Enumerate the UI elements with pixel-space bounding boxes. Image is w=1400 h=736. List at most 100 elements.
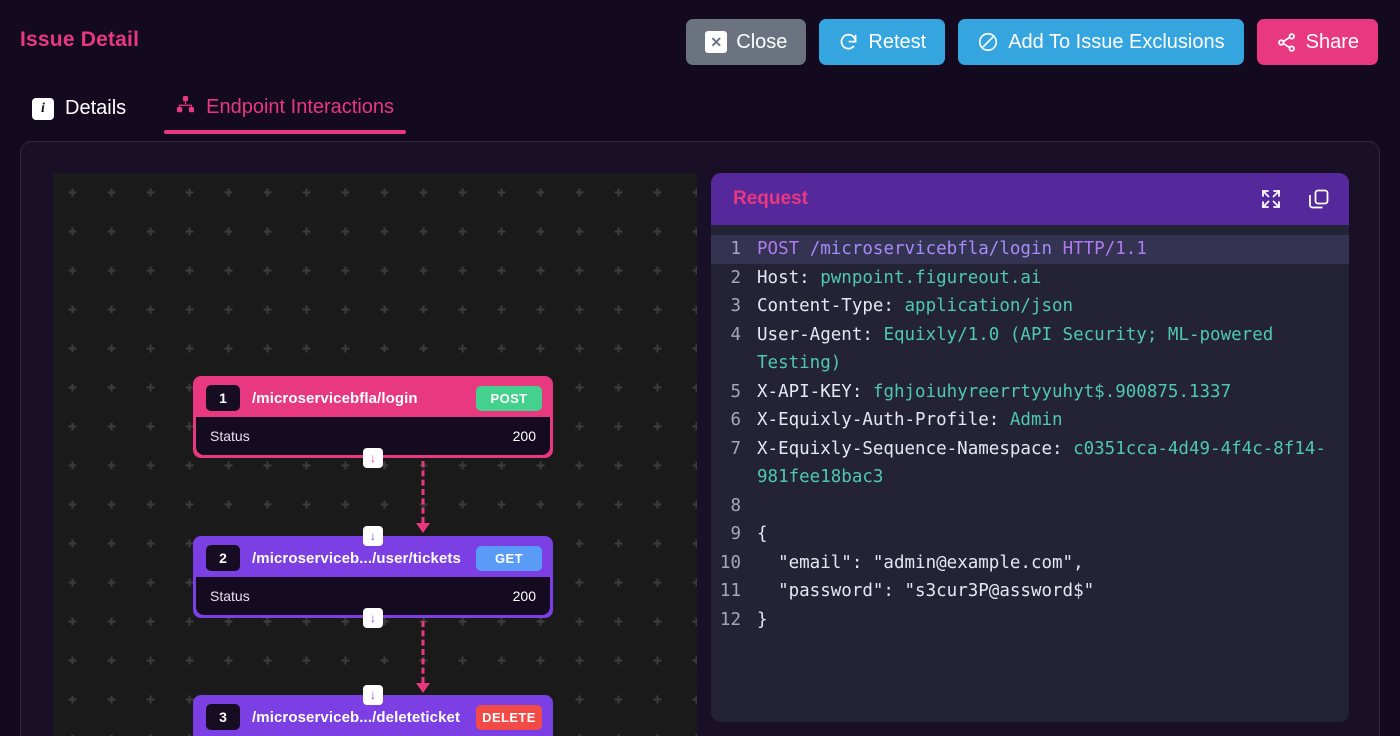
edge-arrow-2-to-3 [416, 683, 430, 693]
graph-node-3[interactable]: 3 /microserviceb.../deleteticket DELETE … [193, 685, 553, 736]
code-line-number: 4 [730, 324, 741, 345]
code-line-number: 1 [730, 239, 741, 259]
graph-node-3-input-port[interactable]: ↓ [363, 685, 383, 705]
graph-node-2[interactable]: 2 /microserviceb.../user/tickets GET Sta… [193, 526, 553, 628]
code-line: 4 User-Agent: Equixly/1.0 (API Security; … [711, 321, 1349, 378]
tab-endpoint-interactions[interactable]: Endpoint Interactions [164, 92, 406, 134]
tab-details[interactable]: i Details [20, 94, 138, 134]
edge-2-to-3 [421, 621, 425, 683]
graph-node-3-method-badge: DELETE [476, 704, 542, 730]
graph-node-1-method-badge: POST [476, 385, 542, 411]
copy-icon[interactable] [1307, 187, 1331, 211]
request-panel: Request 1 POST /microservicebfla/login HT… [711, 173, 1349, 722]
graph-node-2-index: 2 [206, 545, 240, 571]
retest-button-label: Retest [868, 30, 927, 53]
retest-button[interactable]: Retest [819, 19, 946, 65]
code-line-number: 5 [730, 381, 741, 402]
sitemap-icon [176, 95, 195, 120]
close-x-icon: ✕ [705, 31, 728, 53]
code-line-number: 2 [730, 267, 741, 288]
code-line-text: "email": "admin@example.com", [757, 549, 1333, 578]
expand-icon[interactable] [1259, 187, 1283, 211]
code-line: 10 "email": "admin@example.com", [711, 549, 1349, 578]
edge-1-to-2 [421, 461, 425, 523]
tab-details-label: Details [65, 97, 127, 119]
code-token: c0351cca-4d49-4f4c-8f14-981fee18bac3 [757, 438, 1326, 488]
graph-node-2-path: /microserviceb.../user/tickets [252, 549, 461, 567]
code-line-text: X-Equixly-Auth-Profile: Admin [757, 406, 1333, 435]
code-line: 6 X-Equixly-Auth-Profile: Admin [711, 406, 1349, 435]
code-line: 12} [711, 606, 1349, 635]
code-line-number: 6 [730, 410, 741, 430]
issue-detail-panel: 1 /microservicebfla/login POST Status 20… [20, 141, 1380, 736]
endpoint-interaction-graph[interactable]: 1 /microservicebfla/login POST Status 20… [53, 173, 697, 736]
code-token: User-Agent: [757, 324, 884, 345]
code-line: 3 Content-Type: application/json [711, 292, 1349, 321]
code-token: "email": "admin@example.com", [757, 552, 1084, 573]
code-line: 8 [711, 492, 1349, 521]
code-line-number: 11 [719, 581, 741, 601]
code-token: { [757, 524, 768, 544]
code-token: pwnpoint.figureout.ai [820, 267, 1042, 288]
code-token: application/json [904, 296, 1074, 316]
code-line-text: } [757, 606, 1333, 635]
code-line-number: 10 [719, 552, 741, 573]
graph-node-2-output-port[interactable]: ↓ [363, 608, 383, 628]
add-to-issue-exclusions-button[interactable]: Add To Issue Exclusions [958, 19, 1244, 65]
graph-node-1-index: 1 [206, 385, 240, 411]
tab-bar: i Details Endpoint Interactions [20, 92, 406, 134]
close-button[interactable]: ✕ Close [686, 19, 807, 65]
code-line-number: 3 [730, 296, 741, 316]
graph-node-1-output-port[interactable]: ↓ [363, 448, 383, 468]
graph-node-2-status-value: 200 [512, 588, 536, 604]
graph-node-3-path: /microserviceb.../deleteticket [252, 708, 461, 726]
share-button[interactable]: Share [1256, 19, 1378, 65]
graph-node-2-input-port[interactable]: ↓ [363, 526, 383, 546]
code-line-text: User-Agent: Equixly/1.0 (API Security; M… [757, 321, 1333, 378]
page-header: Issue Detail ✕ Close Retest Add To Issue… [0, 0, 1400, 85]
code-token: X-API-KEY: [757, 381, 873, 402]
code-line: 11 "password": "s3cur3P@assword$" [711, 577, 1349, 606]
graph-node-1-status-label: Status [210, 428, 250, 444]
code-token: "password": "s3cur3P@assword$" [757, 581, 1095, 601]
share-nodes-icon [1276, 32, 1297, 53]
code-token: } [757, 609, 768, 630]
code-token: Admin [1009, 410, 1063, 430]
code-token: fghjoiuhyreerrtyyuhyt$.900875.1337 [872, 381, 1232, 402]
code-token: HTTP/1.1 [1062, 239, 1147, 259]
graph-node-1-path: /microservicebfla/login [252, 389, 418, 407]
graph-node-1-header: 1 /microservicebfla/login POST [196, 379, 550, 417]
tab-endpoint-interactions-label: Endpoint Interactions [206, 96, 395, 118]
code-line-number: 12 [719, 609, 741, 630]
graph-node-1[interactable]: 1 /microservicebfla/login POST Status 20… [193, 376, 553, 468]
graph-node-2-header: 2 /microserviceb.../user/tickets GET [196, 539, 550, 577]
graph-node-2-status-label: Status [210, 588, 250, 604]
code-token: X-Equixly-Auth-Profile: [757, 410, 1010, 430]
code-line: 9{ [711, 520, 1349, 549]
code-line-text: "password": "s3cur3P@assword$" [757, 577, 1333, 606]
code-line-number: 9 [730, 524, 741, 544]
code-token: X-Equixly-Sequence-Namespace: [757, 438, 1074, 459]
graph-node-3-header: 3 /microserviceb.../deleteticket DELETE [196, 698, 550, 736]
header-actions: ✕ Close Retest Add To Issue Exclusions [686, 19, 1378, 65]
code-line-number: 8 [730, 495, 741, 516]
graph-node-2-method-badge: GET [476, 545, 542, 571]
code-line-text: Host: pwnpoint.figureout.ai [757, 264, 1333, 293]
code-token: /microservicebfla/login [809, 239, 1063, 259]
ban-circle-icon [977, 31, 999, 53]
add-to-issue-exclusions-label: Add To Issue Exclusions [1008, 30, 1225, 53]
code-line-text: X-API-KEY: fghjoiuhyreerrtyyuhyt$.900875… [757, 378, 1333, 407]
request-panel-actions [1259, 187, 1331, 211]
info-icon: i [32, 97, 54, 120]
code-line: 1 POST /microservicebfla/login HTTP/1.1 [711, 235, 1349, 264]
graph-node-3-index: 3 [206, 704, 240, 730]
code-token: Host: [757, 267, 821, 288]
edge-arrow-1-to-2 [416, 523, 430, 533]
code-line-text: Content-Type: application/json [757, 292, 1333, 321]
code-token: POST [757, 239, 810, 259]
request-panel-title: Request [733, 188, 808, 209]
code-line-text: { [757, 520, 1333, 549]
share-button-label: Share [1305, 30, 1359, 53]
